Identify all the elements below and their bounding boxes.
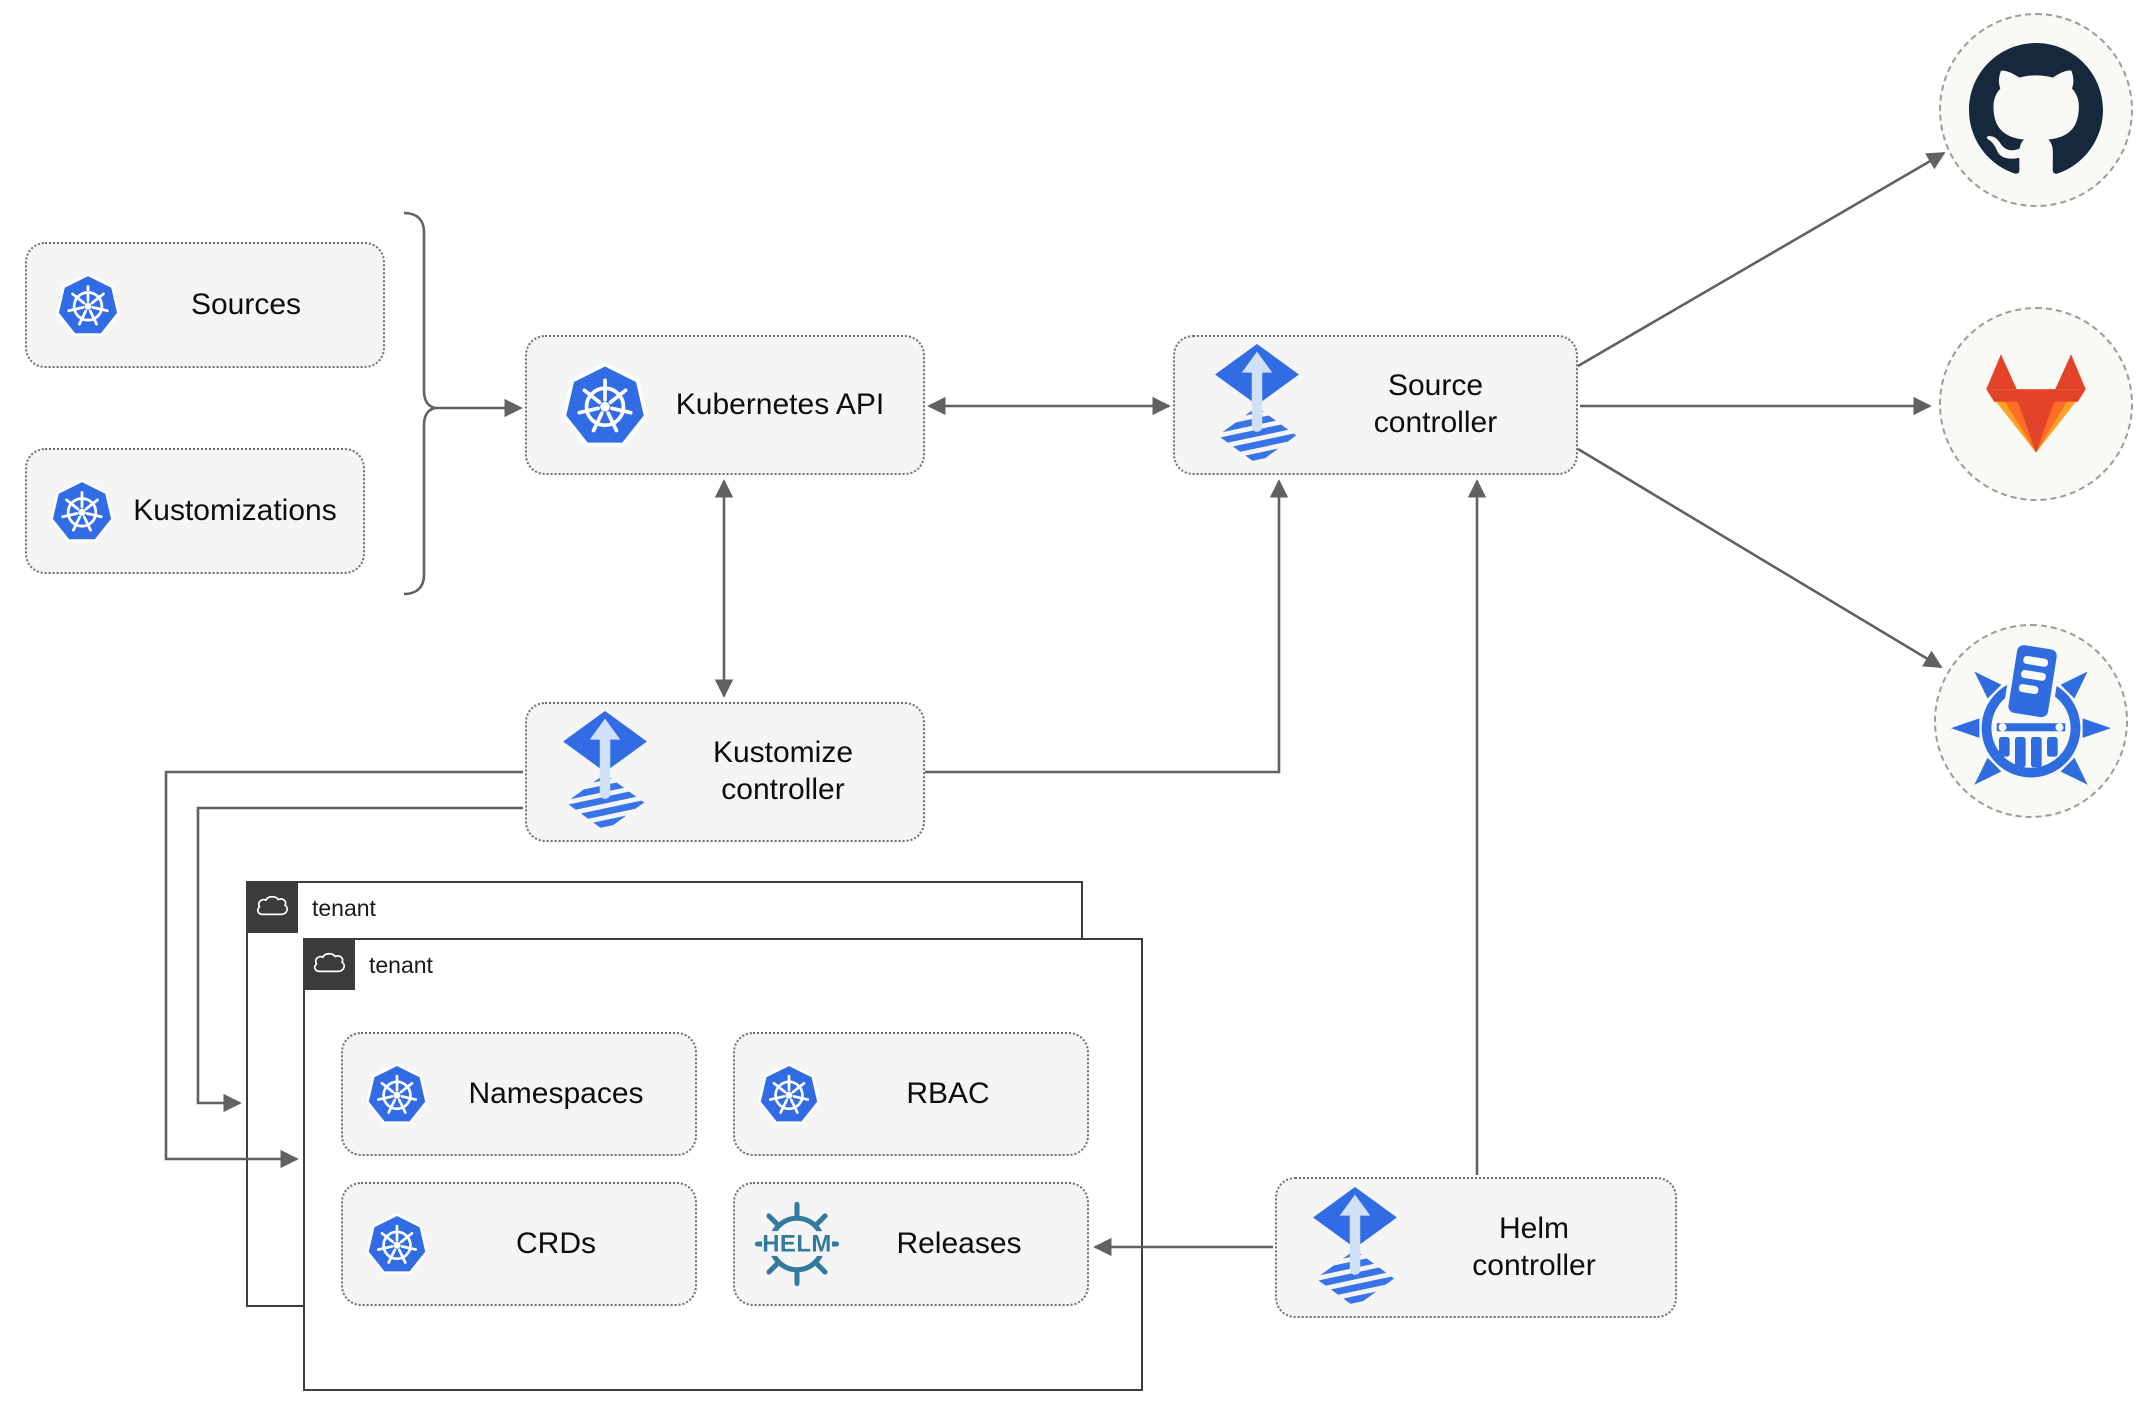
tenant-badge [246, 881, 298, 933]
node-helm-controller: Helm controller [1275, 1177, 1677, 1318]
github-icon [1969, 43, 2103, 174]
kubernetes-icon [365, 1062, 429, 1126]
cloud-icon [312, 952, 346, 976]
kubernetes-icon [757, 1062, 821, 1126]
node-sources: Sources [25, 242, 385, 368]
flux-icon [1209, 344, 1305, 466]
brace-sources-group [403, 211, 436, 596]
tenant-badge [303, 938, 355, 990]
node-namespaces: Namespaces [341, 1032, 697, 1156]
harbor-registry-icon [1950, 640, 2112, 785]
node-source-controller: Source controller [1173, 335, 1578, 475]
edge-kustomize-to-source-controller [925, 479, 1289, 774]
node-label: Namespaces [468, 1076, 644, 1110]
external-github [1939, 13, 2133, 207]
external-gitlab [1939, 307, 2133, 501]
helm-icon: HELM [751, 1198, 843, 1290]
node-kubernetes-api: Kubernetes API [525, 335, 925, 475]
tenant-label: tenant [369, 952, 433, 978]
gitlab-icon [1986, 354, 2086, 453]
node-label: Kubernetes API [675, 387, 885, 421]
external-harbor-registry [1934, 624, 2128, 818]
node-label: Releases [896, 1226, 1022, 1260]
tenant-box-front: tenant [303, 938, 1143, 1391]
node-kustomizations: Kustomizations [25, 448, 365, 574]
node-label: CRDs [516, 1226, 596, 1260]
node-releases: HELM Releases [733, 1182, 1089, 1306]
node-label: Source controller [1373, 369, 1498, 439]
node-label: Sources [190, 287, 302, 321]
helm-logo-text: HELM [762, 1230, 832, 1257]
node-rbac: RBAC [733, 1032, 1089, 1156]
cloud-icon [255, 895, 289, 919]
node-label: Kustomizations [133, 493, 337, 527]
node-label: Kustomize controller [712, 736, 854, 806]
edge-source-controller-to-github [1577, 151, 1946, 368]
node-crds: CRDs [341, 1182, 697, 1306]
tenant-label: tenant [312, 895, 376, 921]
kubernetes-icon [55, 272, 121, 338]
node-label: Helm controller [1472, 1211, 1596, 1282]
kubernetes-icon [49, 478, 115, 544]
kubernetes-icon [561, 361, 649, 449]
flux-icon [557, 711, 653, 833]
flux-icon [1307, 1187, 1403, 1309]
node-kustomize-controller: Kustomize controller [525, 702, 925, 842]
node-label: RBAC [906, 1076, 990, 1110]
edge-source-controller-to-harbor [1577, 447, 1943, 669]
kubernetes-icon [365, 1212, 429, 1276]
